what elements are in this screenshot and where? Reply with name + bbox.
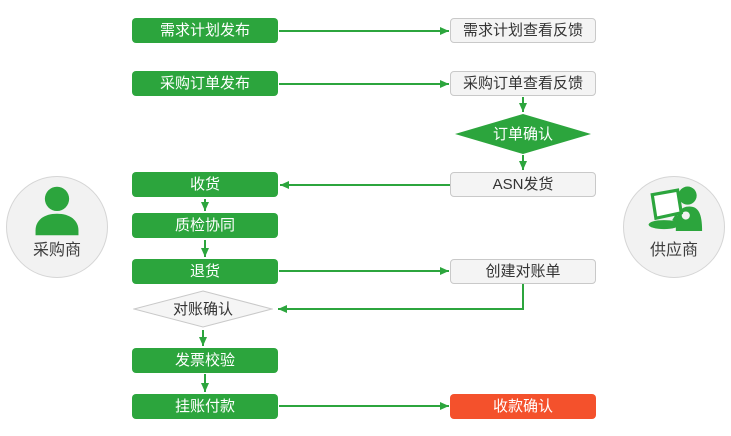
node-statement-confirm: 对账确认 xyxy=(133,290,273,328)
edge-statement-to-confirm xyxy=(278,284,524,313)
supplier-person-laptop-icon xyxy=(648,186,703,231)
node-returns: 退货 xyxy=(132,259,278,284)
statement-confirm-label: 对账确认 xyxy=(172,300,233,318)
node-receiving: 收货 xyxy=(132,172,278,197)
actor-buyer: 采购商 xyxy=(6,176,108,278)
node-booked-payment: 挂账付款 xyxy=(132,394,278,419)
buyer-person-icon xyxy=(35,186,79,236)
node-invoice-verification: 发票校验 xyxy=(132,348,278,373)
actor-supplier: 供应商 xyxy=(623,176,725,278)
node-create-statement: 创建对账单 xyxy=(450,259,596,284)
node-order-confirm: 订单确认 xyxy=(455,114,591,154)
node-payment-received-confirm: 收款确认 xyxy=(450,394,596,419)
node-quality-inspection: 质检协同 xyxy=(132,213,278,238)
order-confirm-diamond-shape xyxy=(455,114,591,154)
node-asn-shipping: ASN发货 xyxy=(450,172,596,197)
buyer-label: 采购商 xyxy=(32,242,81,259)
statement-confirm-diamond-shape xyxy=(133,290,273,328)
node-demand-plan-publish: 需求计划发布 xyxy=(132,18,278,43)
supplier-label: 供应商 xyxy=(649,242,698,259)
node-purchase-order-feedback: 采购订单查看反馈 xyxy=(450,71,596,96)
node-demand-plan-feedback: 需求计划查看反馈 xyxy=(450,18,596,43)
node-purchase-order-publish: 采购订单发布 xyxy=(132,71,278,96)
order-confirm-label: 订单确认 xyxy=(492,125,553,143)
